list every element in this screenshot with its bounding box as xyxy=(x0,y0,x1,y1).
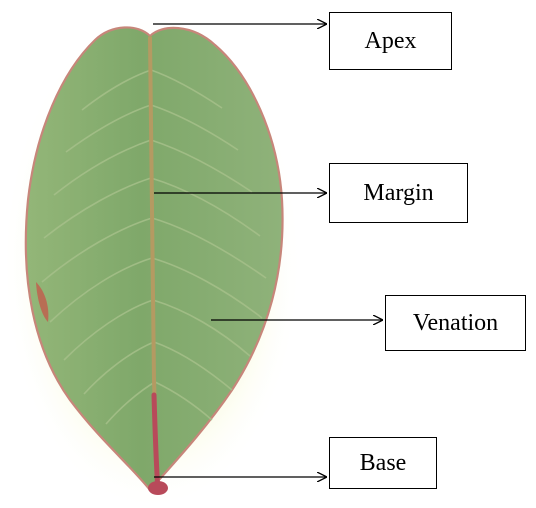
venation-label-box: Venation xyxy=(385,295,526,351)
margin-label-box: Margin xyxy=(329,163,468,223)
base-label: Base xyxy=(360,451,407,475)
apex-label-box: Apex xyxy=(329,12,452,70)
margin-label: Margin xyxy=(363,181,433,205)
base-label-box: Base xyxy=(329,437,437,489)
venation-label: Venation xyxy=(413,311,498,335)
apex-label: Apex xyxy=(365,29,417,53)
leaf-base-tip xyxy=(148,481,168,495)
